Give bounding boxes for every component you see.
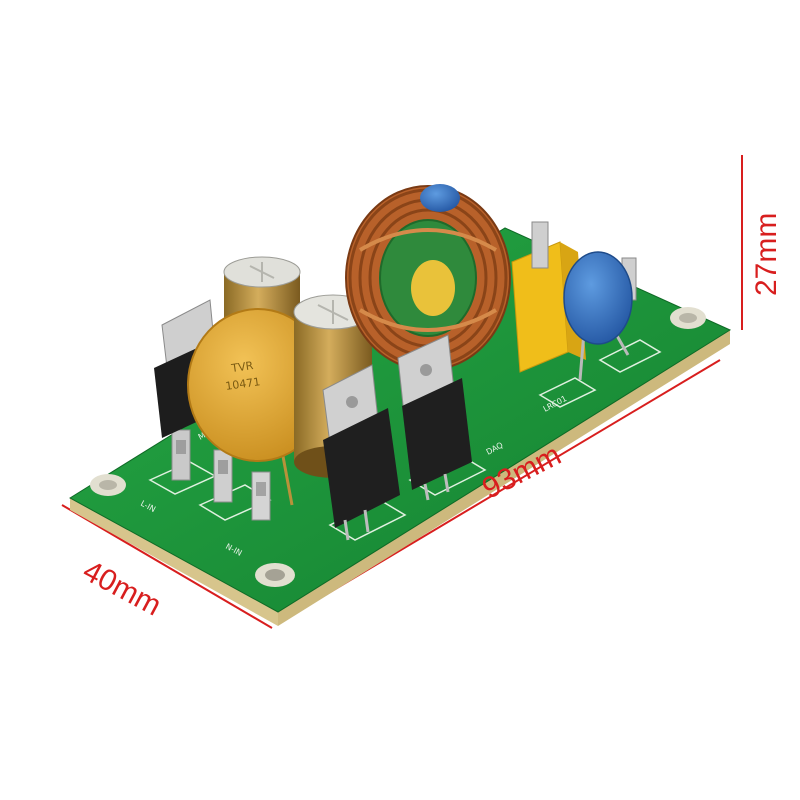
mounting-hole: [255, 563, 295, 587]
varistor-label: TVR: [230, 359, 255, 375]
to220-transistor: [322, 364, 400, 541]
spade-terminal: [171, 429, 191, 481]
spade-terminal: [251, 471, 271, 521]
y-capacitor: [563, 251, 633, 381]
height-dimension-label: 27mm: [750, 212, 783, 296]
y-capacitor: [420, 184, 460, 212]
spade-terminal: [213, 449, 233, 503]
metal-tab: [531, 221, 549, 269]
mounting-hole: [90, 474, 126, 496]
mounting-hole: [670, 307, 706, 329]
varistor: TVR 10471: [187, 308, 329, 506]
to220-transistor: [397, 334, 472, 501]
varistor-label: 10471: [225, 375, 261, 393]
toroid-choke: [345, 185, 511, 371]
